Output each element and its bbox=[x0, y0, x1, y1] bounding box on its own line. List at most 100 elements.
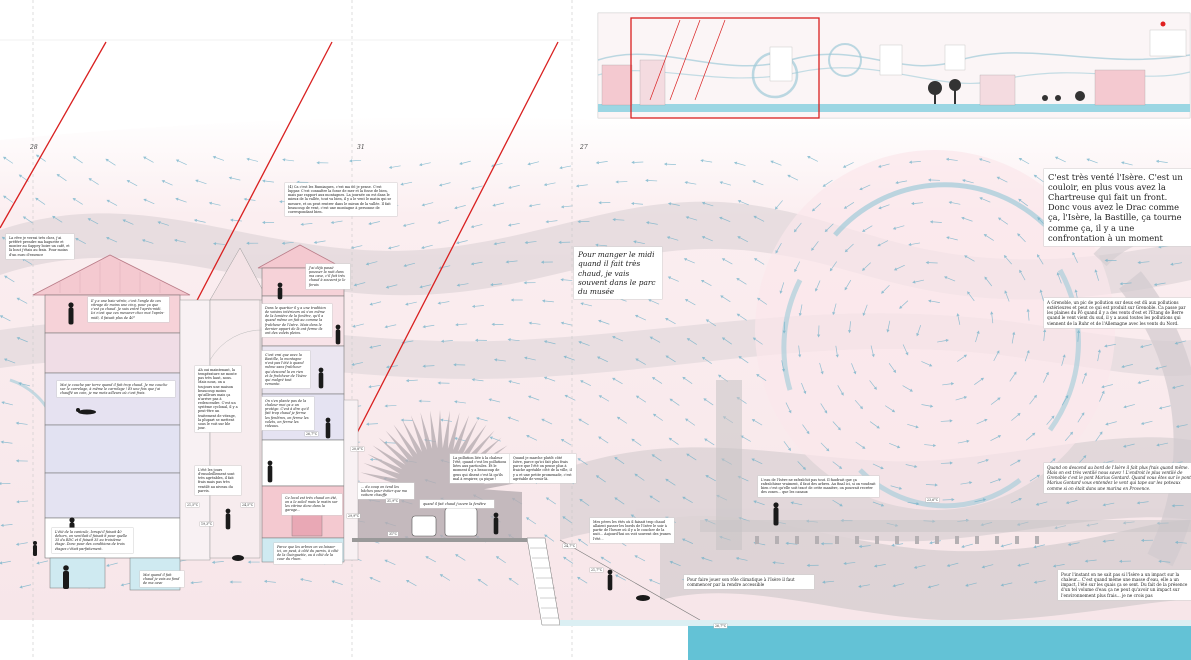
wind-arrowhead bbox=[1136, 501, 1140, 505]
wind-arrow bbox=[492, 437, 501, 442]
wind-arrow bbox=[1020, 272, 1026, 281]
wind-arrow bbox=[669, 237, 679, 241]
wind-arrowhead bbox=[873, 564, 878, 568]
wind-arrowhead bbox=[807, 155, 811, 159]
wind-arrow bbox=[368, 423, 378, 425]
wind-arrow bbox=[739, 237, 749, 243]
wind-arrowhead bbox=[612, 217, 616, 222]
wind-arrow bbox=[1161, 405, 1171, 409]
wind-arrowhead bbox=[600, 556, 604, 560]
wind-arrow bbox=[795, 222, 802, 231]
wind-arrowhead bbox=[781, 368, 785, 373]
wind-arrowhead bbox=[848, 330, 852, 334]
wind-arrow bbox=[107, 160, 116, 166]
wind-arrowhead bbox=[979, 197, 983, 201]
wind-arrowhead bbox=[279, 200, 283, 204]
wind-arrow bbox=[1099, 393, 1104, 402]
wind-arrow bbox=[687, 300, 696, 306]
wind-arrowhead bbox=[682, 496, 686, 500]
wind-arrowhead bbox=[208, 201, 213, 205]
wind-arrowhead bbox=[700, 279, 705, 283]
temp-tag: 29,9°C bbox=[347, 514, 361, 518]
wind-arrowhead bbox=[229, 580, 233, 584]
wind-arrow bbox=[650, 300, 660, 305]
wind-arrowhead bbox=[685, 418, 689, 422]
wind-arrow bbox=[1, 560, 11, 564]
wind-arrowhead bbox=[493, 358, 498, 362]
wind-arrowhead bbox=[1033, 394, 1037, 399]
wind-arrowhead bbox=[862, 267, 866, 271]
wind-arrow bbox=[703, 160, 713, 163]
wind-arrowhead bbox=[615, 180, 619, 184]
wind-arrowhead bbox=[669, 560, 673, 564]
wind-arrow bbox=[670, 277, 679, 282]
wind-arrow bbox=[510, 222, 520, 226]
wind-arrowhead bbox=[949, 461, 953, 465]
wind-arrow bbox=[797, 461, 805, 469]
wind-arrowhead bbox=[817, 334, 821, 338]
wind-arrow bbox=[1126, 404, 1135, 408]
temp-tag: 26,7°C bbox=[305, 432, 319, 436]
wind-arrowhead bbox=[925, 261, 929, 265]
wind-arrow bbox=[215, 157, 225, 161]
wind-arrow bbox=[1038, 501, 1048, 505]
wind-arrowhead bbox=[195, 179, 199, 183]
wind-arrow bbox=[1000, 218, 1009, 225]
wind-arrowhead bbox=[15, 421, 19, 425]
wind-arrowhead bbox=[686, 453, 690, 457]
wind-arrow bbox=[284, 241, 294, 244]
wind-arrow bbox=[129, 181, 138, 187]
wind-arrow bbox=[440, 301, 450, 304]
thumbnail-viewport[interactable] bbox=[630, 17, 820, 119]
wind-arrowhead bbox=[1051, 415, 1055, 419]
wind-arrowhead bbox=[1105, 422, 1109, 426]
wind-arrow bbox=[1142, 344, 1152, 347]
wind-arrow bbox=[670, 203, 680, 206]
wind-arrowhead bbox=[891, 543, 895, 547]
wind-arrowhead bbox=[858, 584, 862, 588]
wind-arrowhead bbox=[963, 396, 968, 400]
wind-arrowhead bbox=[822, 580, 826, 584]
wind-arrowhead bbox=[965, 583, 969, 587]
wind-arrow bbox=[740, 357, 749, 364]
wind-arrow bbox=[845, 162, 854, 167]
wind-arrow bbox=[813, 203, 822, 210]
wind-arrow bbox=[108, 238, 118, 243]
wind-arrowhead bbox=[876, 425, 880, 429]
wind-arrowhead bbox=[174, 238, 178, 243]
wind-arrow bbox=[788, 543, 798, 545]
wind-arrow bbox=[19, 298, 28, 304]
wind-arrowhead bbox=[895, 180, 899, 185]
wind-arrowhead bbox=[996, 176, 1001, 180]
wind-arrowhead bbox=[1155, 159, 1160, 163]
wind-arrowhead bbox=[1121, 364, 1125, 369]
temp-tag: 24,5°C bbox=[241, 503, 255, 507]
temp-tag: 19,3°C bbox=[200, 522, 214, 526]
wind-arrowhead bbox=[2, 156, 7, 160]
wind-arrowhead bbox=[838, 465, 843, 469]
wind-arrowhead bbox=[948, 200, 952, 205]
wind-arrowhead bbox=[667, 202, 672, 206]
wind-arrow bbox=[1105, 502, 1115, 506]
wind-arrow bbox=[1025, 434, 1034, 441]
wind-arrowhead bbox=[330, 220, 334, 225]
wind-arrow bbox=[981, 198, 991, 203]
wind-arrow bbox=[846, 562, 856, 564]
wind-arrow bbox=[896, 264, 905, 270]
wind-arrowhead bbox=[1003, 255, 1008, 259]
wind-arrow bbox=[74, 199, 83, 205]
wind-arrowhead bbox=[946, 563, 950, 567]
wind-arrowhead bbox=[751, 419, 756, 422]
wind-arrow bbox=[854, 399, 862, 408]
isere-river bbox=[688, 626, 1191, 660]
wind-arrowhead bbox=[880, 503, 885, 507]
wind-arrowhead bbox=[455, 241, 460, 245]
wind-arrowhead bbox=[331, 580, 335, 584]
wind-arrow bbox=[984, 564, 994, 568]
wind-arrowhead bbox=[421, 245, 425, 250]
wind-arrowhead bbox=[835, 354, 839, 358]
wind-arrow bbox=[354, 362, 364, 365]
wind-arrow bbox=[879, 240, 889, 246]
wind-arrow bbox=[145, 157, 154, 163]
wind-arrow bbox=[1140, 261, 1150, 263]
